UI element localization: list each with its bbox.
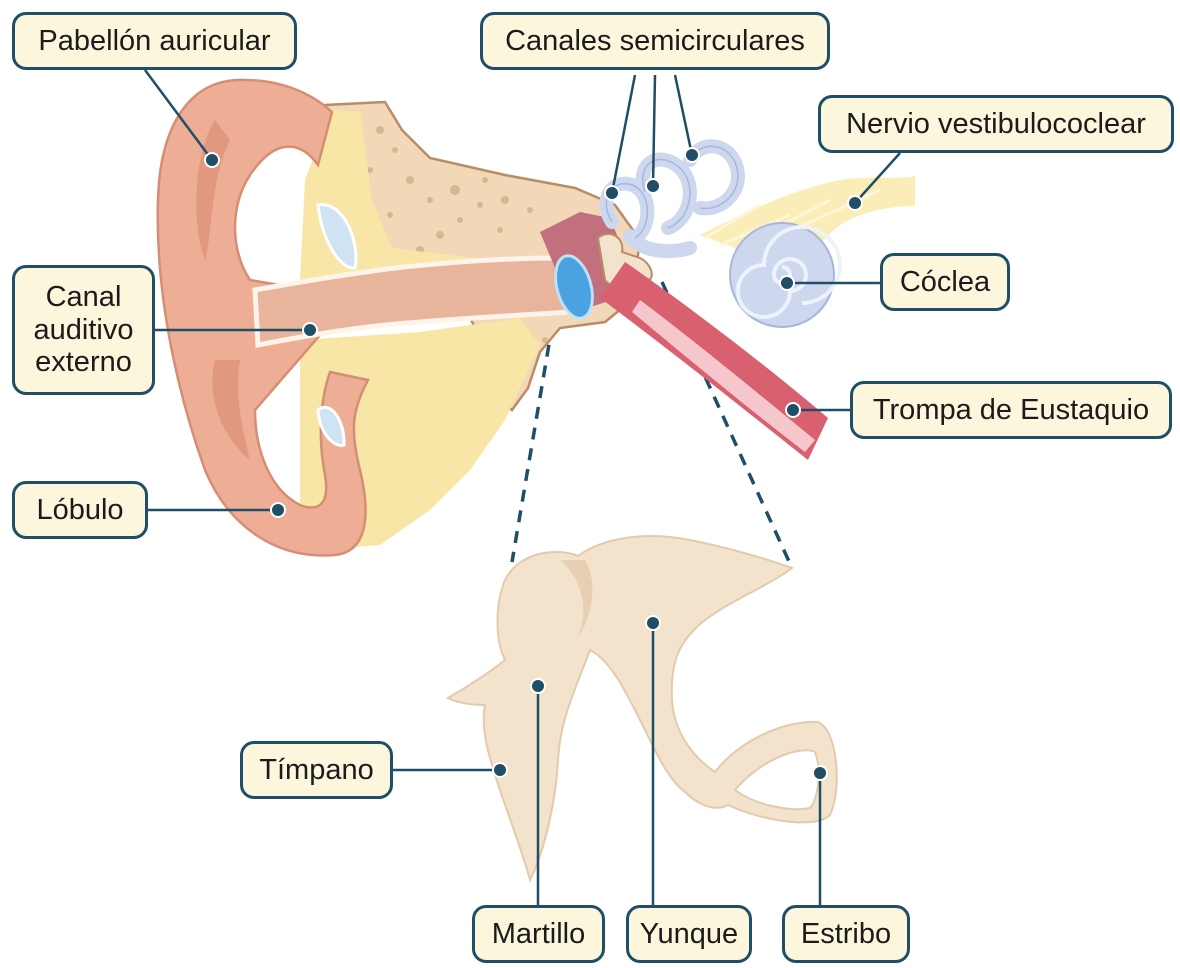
label-pabellon-auricular: Pabellón auricular [12, 12, 297, 70]
label-timpano: Tímpano [240, 741, 393, 799]
label-estribo: Estribo [782, 905, 910, 963]
label-line-auditivo: auditivo [34, 314, 134, 346]
label-coclea: Cóclea [880, 253, 1010, 311]
label-nervio-vestibulococlear: Nervio vestibulococlear [818, 95, 1174, 153]
label-martillo: Martillo [472, 905, 605, 963]
label-lobulo: Lóbulo [12, 481, 148, 539]
label-canales-semicirculares: Canales semicirculares [480, 12, 830, 70]
label-yunque: Yunque [626, 905, 752, 963]
label-line-externo: externo [35, 346, 132, 378]
label-canal-auditivo-externo: Canal auditivo externo [12, 265, 155, 395]
label-trompa-de-eustaquio: Trompa de Eustaquio [850, 381, 1172, 439]
ossicles-enlarged [448, 536, 837, 880]
label-line-canal: Canal [46, 281, 122, 313]
